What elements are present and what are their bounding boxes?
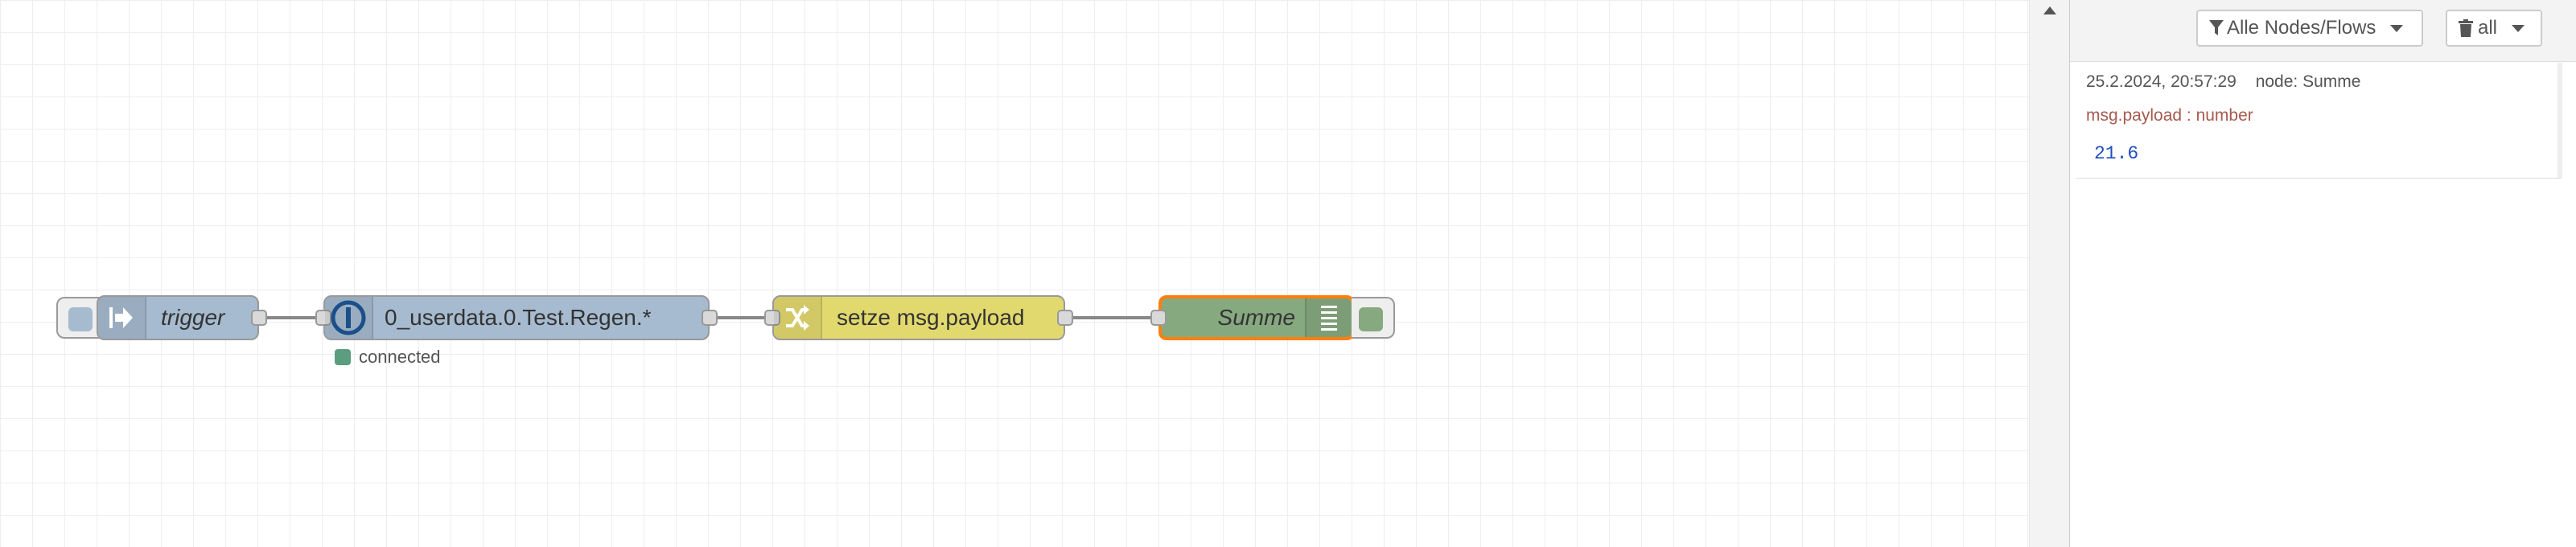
node-iobroker-status: connected (335, 347, 441, 368)
node-debug-summe[interactable]: Summe (1150, 295, 1355, 340)
filter-dropdown-label: Alle Nodes/Flows (2227, 17, 2376, 39)
node-change-output-port[interactable] (1057, 310, 1073, 326)
debug-sidebar-toolbar: Alle Nodes/Flows all (2070, 0, 2576, 62)
debug-message-node-link[interactable]: node: Summe (2255, 72, 2361, 91)
debug-message-value[interactable]: 21.6 (2094, 143, 2139, 164)
iobroker-logo-icon (331, 300, 366, 335)
debug-node-icon-area (1305, 298, 1352, 337)
node-change-input-port[interactable] (764, 310, 780, 326)
node-iobroker-input-port[interactable] (315, 310, 331, 326)
node-iobroker-output-port[interactable] (702, 310, 718, 326)
clear-dropdown-label: all (2478, 17, 2498, 39)
node-debug-input-port[interactable] (1150, 310, 1167, 326)
node-change-label: setze msg.payload (837, 305, 1025, 330)
chevron-down-icon (2512, 24, 2525, 32)
debug-message-property: msg.payload : number (2086, 106, 2253, 125)
debug-message-meta: 25.2.2024, 20:57:29 node: Summe (2086, 72, 2360, 92)
flow-workspace[interactable]: trigger 0_userdata.0.Test.Regen.* connec… (0, 0, 2029, 547)
list-icon (1321, 306, 1337, 331)
change-node-icon-area (774, 297, 822, 339)
node-trigger-label: trigger (161, 305, 225, 330)
node-change[interactable]: setze msg.payload (764, 295, 1073, 340)
node-iobroker-status-text: connected (359, 347, 441, 367)
inject-node-icon-area (98, 297, 146, 339)
node-iobroker-label: 0_userdata.0.Test.Regen.* (385, 305, 652, 330)
debug-message[interactable]: 25.2.2024, 20:57:29 node: Summe msg.payl… (2076, 63, 2562, 179)
arrow-in-icon (109, 307, 133, 328)
node-iobroker-in[interactable]: 0_userdata.0.Test.Regen.* (315, 295, 718, 340)
debug-sidebar: Alle Nodes/Flows all 25.2.2024, 20:57:29… (2069, 0, 2576, 547)
clear-messages-dropdown[interactable]: all (2446, 10, 2542, 47)
chevron-down-icon (2390, 24, 2404, 32)
debug-toggle-fill (1359, 307, 1383, 331)
debug-toggle-button[interactable] (1352, 297, 1395, 339)
filter-icon (2209, 20, 2224, 35)
shuffle-icon (786, 305, 809, 331)
status-dot-icon (335, 349, 351, 365)
node-trigger-output-port[interactable] (251, 310, 267, 326)
node-trigger[interactable]: trigger (97, 295, 267, 340)
workspace-vertical-scrollbar[interactable] (2029, 0, 2071, 547)
wire-layer (267, 316, 1154, 319)
iobroker-node-icon-area (325, 297, 373, 339)
trash-icon (2459, 19, 2473, 37)
filter-nodes-dropdown[interactable]: Alle Nodes/Flows (2196, 10, 2423, 47)
scroll-up-arrow-icon[interactable] (2043, 6, 2056, 14)
node-debug-label: Summe (1217, 305, 1295, 330)
inject-button-fill (68, 307, 93, 331)
inject-trigger-button[interactable] (56, 297, 101, 339)
debug-message-timestamp: 25.2.2024, 20:57:29 (2086, 72, 2237, 91)
